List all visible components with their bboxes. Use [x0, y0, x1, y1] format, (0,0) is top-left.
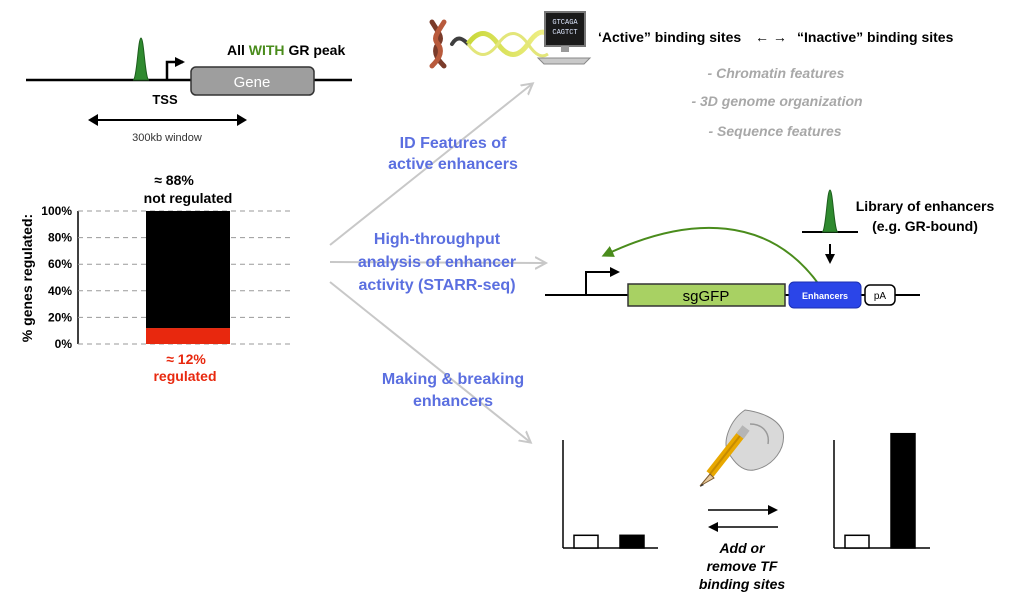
bar-segment-not-regulated — [146, 211, 230, 329]
bidirectional-arrows-icon: ← → — [755, 29, 787, 45]
mini-bar — [844, 534, 870, 549]
y-tick-label: 0% — [55, 337, 73, 351]
before-mini-chart — [562, 440, 658, 549]
add-remove-caption: Add or remove TF binding sites — [699, 540, 786, 592]
workflow-labels: ID Features of active enhancers High-thr… — [358, 135, 524, 410]
top-annotation-percent: ≈ 88% — [154, 172, 194, 188]
inactive-binding-sites-label: “Inactive” binding sites — [797, 29, 954, 45]
arrow-to-features — [329, 84, 532, 246]
starr-seq-construct: Library of enhancers (e.g. GR-bound) sgG… — [545, 189, 995, 309]
making-breaking-line2: enhancers — [413, 393, 493, 410]
dna-helix-icon — [465, 29, 550, 58]
top-annotation-label: not regulated — [144, 190, 233, 206]
promoter-arrow-icon — [585, 267, 620, 295]
right-arrow-head — [768, 505, 778, 515]
enhancers-label: Enhancers — [802, 291, 848, 301]
computer-icon: GTCAGA CAGTCT — [536, 11, 592, 65]
mini-bar — [890, 432, 916, 549]
y-axis-label: % genes regulated: — [19, 214, 35, 342]
pencil-hand-icon — [692, 408, 784, 500]
library-peak-icon — [821, 189, 839, 233]
mini-bar — [619, 534, 645, 549]
bottom-annotation-percent: ≈ 12% — [166, 351, 206, 367]
y-tick-label: 20% — [48, 310, 72, 324]
pa-label: pA — [874, 291, 887, 302]
genes-regulated-chart: ≈ 88% not regulated % genes regulated: 0… — [19, 172, 292, 384]
window-arrow-right-head — [237, 114, 247, 126]
id-features-line2: active enhancers — [388, 156, 518, 173]
after-mini-chart — [833, 432, 930, 549]
id-features-line1: ID Features of — [400, 135, 507, 152]
window-label: 300kb window — [132, 132, 202, 144]
window-arrow-left-head — [88, 114, 98, 126]
library-label-line1: Library of enhancers — [856, 198, 995, 214]
bar-segment-regulated — [146, 328, 230, 344]
sgfp-box — [627, 283, 786, 307]
bottom-annotation-label: regulated — [153, 368, 216, 384]
y-tick-label: 80% — [48, 231, 72, 245]
arrow-to-making-breaking — [329, 281, 530, 442]
dna-sequence-line2: CAGTCT — [552, 29, 577, 37]
left-arrow-head — [708, 522, 718, 532]
feature-list: - Chromatin features - 3D genome organiz… — [691, 65, 862, 139]
gene-schematic: Gene TSS All WITH GR peak 300kb window — [26, 37, 352, 144]
sgfp-label: sgGFP — [683, 288, 730, 305]
high-throughput-line2: analysis of enhancer — [358, 254, 516, 271]
gene-label: Gene — [234, 74, 271, 91]
add-remove-arrows — [708, 505, 778, 532]
dna-sequence-line1: GTCAGA — [552, 19, 578, 27]
y-tick-label: 60% — [48, 257, 72, 271]
enhancers-box — [788, 281, 862, 309]
tss-label: TSS — [152, 92, 178, 107]
arrow-to-starr — [329, 262, 545, 263]
feature-3d-genome: - 3D genome organization — [691, 93, 862, 109]
y-tick-label: 100% — [41, 204, 72, 218]
workflow-arrows — [329, 84, 545, 442]
gene-box — [190, 66, 315, 96]
mini-bar — [573, 534, 599, 549]
feature-chromatin: - Chromatin features — [708, 65, 845, 81]
gr-peak-icon — [132, 37, 150, 81]
y-tick-label: 40% — [48, 284, 72, 298]
library-label-line2: (e.g. GR-bound) — [872, 218, 978, 234]
green-feedback-arrow — [601, 226, 821, 287]
high-throughput-line1: High-throughput — [374, 231, 501, 248]
making-breaking-line1: Making & breaking — [382, 371, 524, 388]
feature-sequence: - Sequence features — [708, 123, 841, 139]
active-binding-sites-label: ‘Active” binding sites — [598, 29, 741, 45]
all-with-gr-peak-title: All WITH GR peak — [227, 42, 345, 58]
caption-line1: Add or — [718, 540, 766, 556]
high-throughput-line3: activity (STARR-seq) — [358, 277, 515, 294]
binding-sites-header: ‘Active” binding sites ← → “Inactive” bi… — [598, 29, 954, 45]
chromosome-icon — [429, 19, 470, 69]
caption-line3: binding sites — [699, 576, 786, 592]
tss-arrow-icon — [165, 57, 185, 80]
caption-line2: remove TF — [707, 558, 778, 574]
pa-box — [864, 284, 896, 306]
